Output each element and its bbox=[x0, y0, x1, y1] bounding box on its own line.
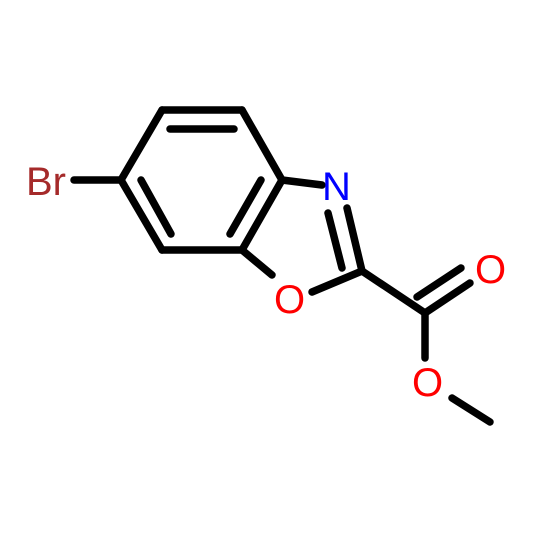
bond-c3a-c7a bbox=[238, 176, 286, 254]
bond-inner-c3a-c7a bbox=[226, 176, 265, 238]
bond-o-c7a bbox=[238, 246, 276, 279]
bond-c1-c2 bbox=[117, 106, 166, 184]
bond-c3-c3a bbox=[238, 106, 286, 184]
benzene-ring bbox=[117, 106, 286, 254]
bond-c7-c1 bbox=[117, 176, 166, 254]
atom-label-n: N bbox=[322, 165, 351, 209]
atom-label-o-ester: O bbox=[412, 361, 443, 405]
bond-oester-methyl bbox=[448, 394, 494, 426]
atom-label-o-carbonyl: O bbox=[475, 248, 506, 292]
bond-carbonyl-double-b bbox=[413, 264, 465, 301]
oxazole-ring bbox=[238, 176, 366, 296]
ester-group bbox=[358, 264, 494, 426]
bond-c3a-n bbox=[278, 176, 326, 189]
bond-carbonyl-double-a bbox=[421, 279, 474, 317]
bond-c2-ccarbonyl bbox=[358, 267, 429, 317]
atom-label-br: Br bbox=[26, 160, 66, 204]
bond-c2-o bbox=[308, 267, 366, 296]
atom-label-o-ring: O bbox=[274, 278, 305, 322]
bond-n-c2-double bbox=[324, 209, 346, 272]
bond-inner-c7-c1 bbox=[137, 176, 175, 238]
bond-n-c2 bbox=[343, 204, 366, 275]
